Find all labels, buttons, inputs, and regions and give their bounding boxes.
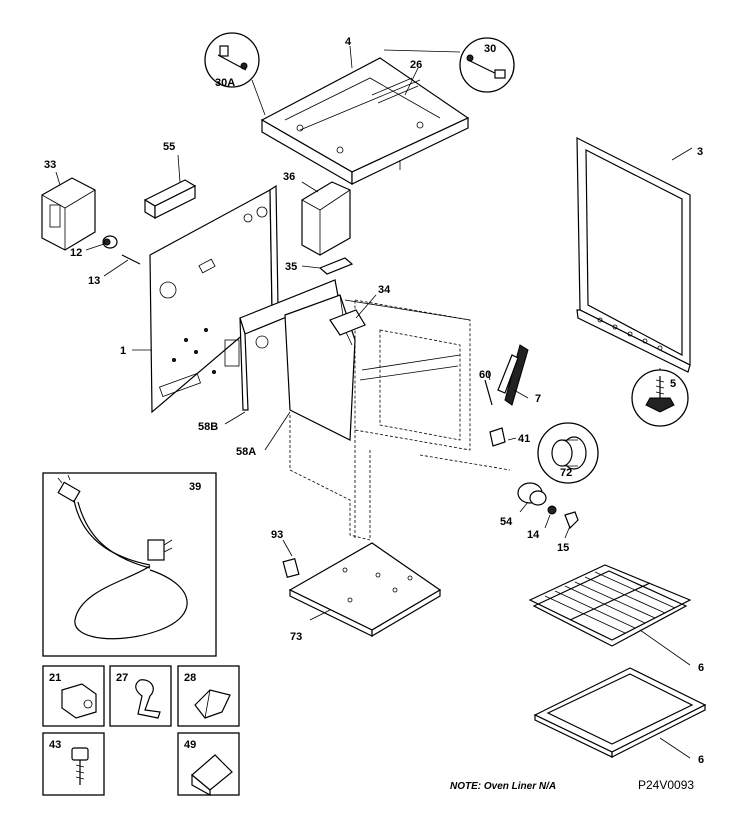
top-panel-part-4 xyxy=(260,57,470,186)
knob-part-12 xyxy=(85,235,118,251)
callout-box-27 xyxy=(109,665,172,727)
label-34: 34 xyxy=(378,284,391,296)
bracket-part-49 xyxy=(191,754,233,797)
label-30: 30 xyxy=(484,43,496,55)
drawing-code: P24V0093 xyxy=(638,778,694,792)
duct-part-36 xyxy=(301,181,351,256)
label-28: 28 xyxy=(184,672,196,684)
label-41: 41 xyxy=(518,433,530,445)
label-58b: 58B xyxy=(198,421,218,433)
pin-part-60 xyxy=(484,371,493,406)
knob-part-15 xyxy=(564,511,579,539)
label-13: 13 xyxy=(88,275,100,287)
callout-circle-30a xyxy=(204,32,260,88)
label-36: 36 xyxy=(283,171,295,183)
clip-icon-30a xyxy=(217,45,248,71)
label-26: 26 xyxy=(410,59,422,71)
side-panel-part-1 xyxy=(132,184,279,414)
box-part-33 xyxy=(41,171,96,251)
bracket-part-55 xyxy=(143,154,197,220)
label-39: 39 xyxy=(189,481,201,493)
label-27: 27 xyxy=(116,672,128,684)
label-54: 54 xyxy=(500,516,513,528)
block-part-21 xyxy=(61,683,97,719)
label-55: 55 xyxy=(163,141,175,153)
plate-part-35 xyxy=(301,257,354,275)
label-3: 3 xyxy=(697,146,703,158)
label-6-rack: 6 xyxy=(698,662,704,674)
label-12: 12 xyxy=(70,247,82,259)
lens-part-14 xyxy=(544,505,557,529)
screw-part-43 xyxy=(71,747,89,785)
label-14: 14 xyxy=(527,529,540,541)
hinge-part-7 xyxy=(497,344,529,406)
bottom-panel-part-73 xyxy=(288,542,442,638)
socket-part-54 xyxy=(517,482,547,513)
oven-door-part-3 xyxy=(576,137,693,373)
label-1: 1 xyxy=(120,345,126,357)
label-60: 60 xyxy=(479,369,491,381)
oven-cavity-frame xyxy=(289,299,511,541)
bracket-part-41 xyxy=(489,427,517,447)
power-cord-part-39 xyxy=(57,474,188,640)
label-6-tray: 6 xyxy=(698,754,704,766)
label-5: 5 xyxy=(670,378,676,390)
label-72: 72 xyxy=(560,467,572,479)
oven-rack-part-6 xyxy=(528,564,692,666)
callout-box-43 xyxy=(42,732,105,796)
label-21: 21 xyxy=(49,672,61,684)
label-58a: 58A xyxy=(236,446,256,458)
label-15: 15 xyxy=(557,542,569,554)
label-43: 43 xyxy=(49,739,61,751)
leveling-leg-part-5 xyxy=(645,376,675,413)
broiler-tray-part-6 xyxy=(533,667,707,759)
bulb-part-72 xyxy=(551,436,587,470)
label-7: 7 xyxy=(535,393,541,405)
bracket-part-34 xyxy=(329,294,377,336)
bracket-part-93 xyxy=(282,539,300,579)
clip-part-27 xyxy=(135,679,161,719)
callout-box-39 xyxy=(42,472,217,657)
clip-icon-30 xyxy=(466,54,506,79)
screw-part-13 xyxy=(103,254,141,277)
label-33: 33 xyxy=(44,159,56,171)
label-4: 4 xyxy=(345,36,352,48)
oven-liner-note: NOTE: Oven Liner N/A xyxy=(450,781,556,792)
label-30a: 30A xyxy=(215,77,235,89)
clip-part-28 xyxy=(194,689,231,719)
label-93: 93 xyxy=(271,529,283,541)
label-49: 49 xyxy=(184,739,196,751)
label-73: 73 xyxy=(290,631,302,643)
label-35: 35 xyxy=(285,261,297,273)
